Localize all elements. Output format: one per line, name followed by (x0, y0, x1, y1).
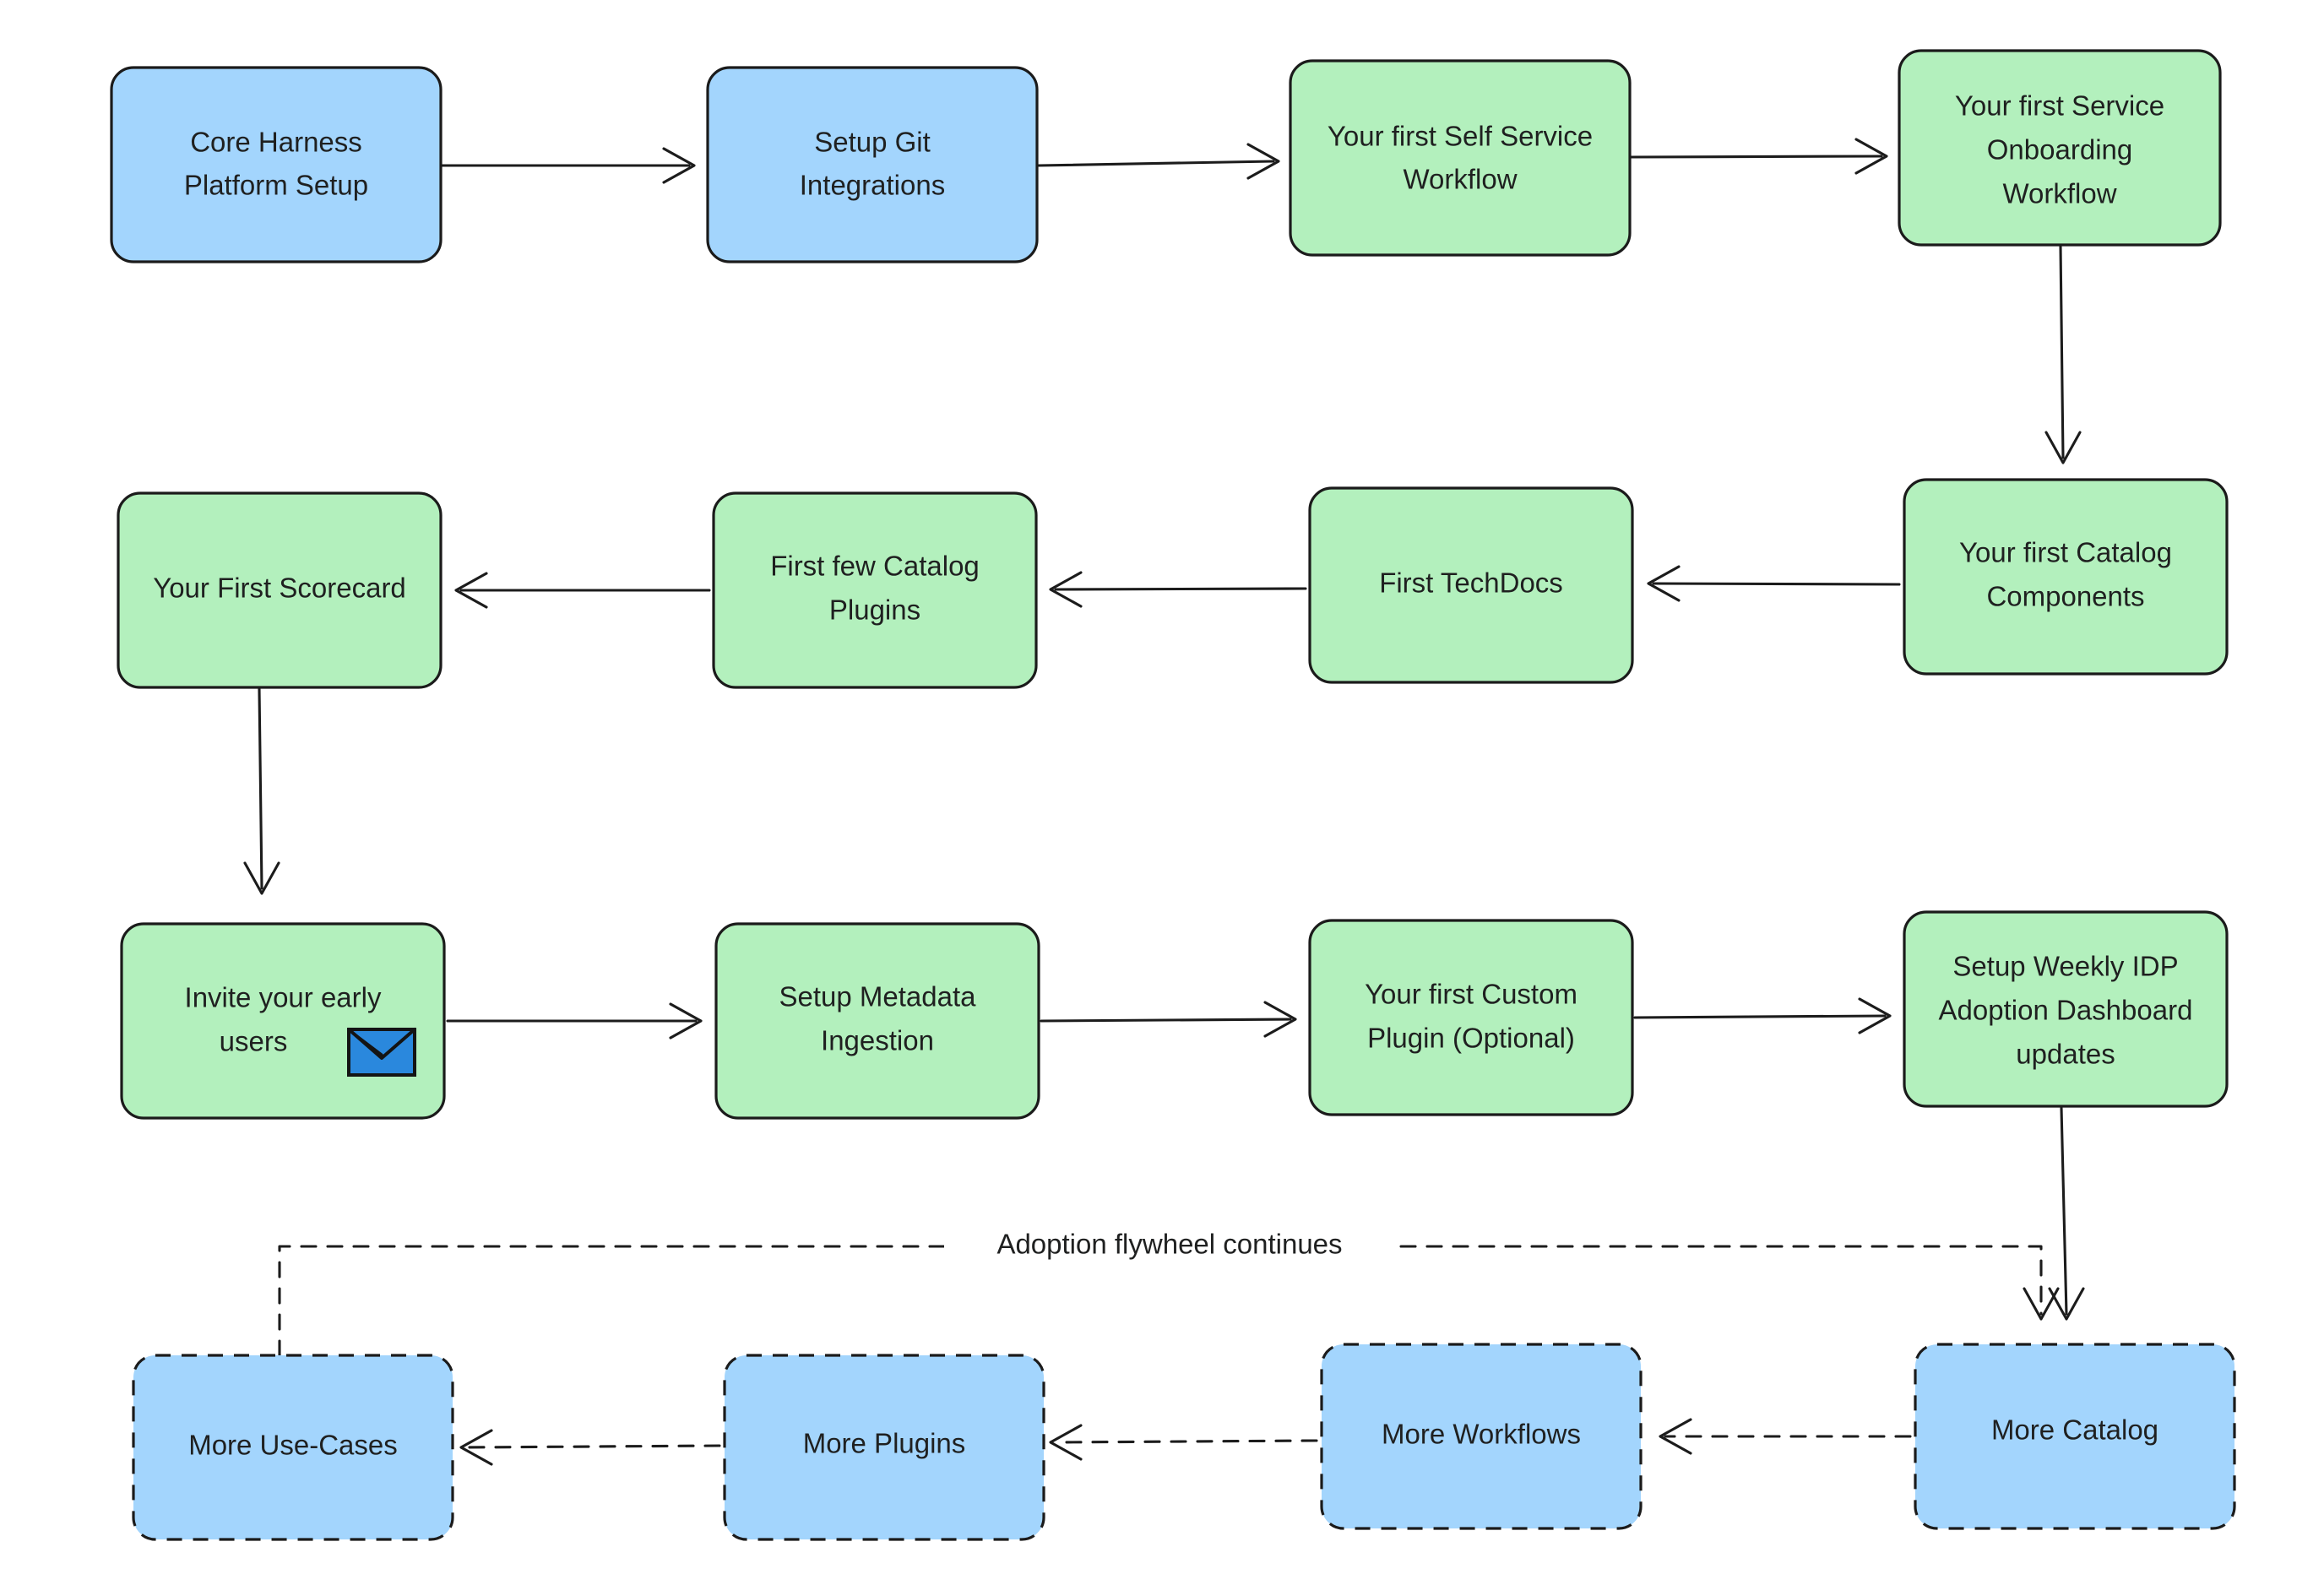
node-setup-metadata-ingestion[interactable]: Setup Metadata Ingestion (714, 922, 1040, 1120)
node-setup-git-integrations-line-1: Setup Git (814, 127, 931, 158)
node-setup-metadata-ingestion-shape[interactable] (714, 922, 1040, 1120)
node-first-few-catalog-plugins[interactable]: First few Catalog Plugins (712, 491, 1038, 689)
node-first-techdocs-line-1: First TechDocs (1379, 567, 1563, 599)
node-invite-your-early-users-line-1: Invite your early (185, 982, 382, 1013)
edge-first-techdocs-to-catalog-plugins (1049, 571, 1307, 608)
node-first-few-catalog-plugins-line-1: First few Catalog (770, 551, 980, 582)
node-first-few-catalog-plugins-shape[interactable] (712, 491, 1038, 689)
node-setup-metadata-ingestion-line-2: Ingestion (821, 1025, 934, 1056)
edge-more-catalog-to-more-workflows (1659, 1418, 1912, 1455)
node-more-use-cases[interactable]: More Use-Cases (132, 1354, 454, 1541)
edge-core-harness-to-setup-git (441, 147, 696, 184)
node-setup-weekly-idp-adoption-dashboard-updates-line-1: Setup Weekly IDP (1952, 951, 2178, 982)
node-your-first-self-service-workflow-line-1: Your first Self Service (1328, 121, 1593, 152)
node-core-harness-platform-setup-line-1: Core Harness (190, 127, 362, 158)
node-setup-weekly-idp-adoption-dashboard-updates[interactable]: Setup Weekly IDP Adoption Dashboard upda… (1903, 910, 2229, 1108)
edge-weekly-dashboard-to-more-catalog (2048, 1106, 2085, 1321)
edge-adoption-flywheel-loop (278, 1245, 2060, 1357)
node-your-first-custom-plugin[interactable]: Your first Custom Plugin (Optional) (1308, 919, 1634, 1116)
node-setup-git-integrations-line-2: Integrations (800, 170, 945, 201)
node-invite-your-early-users-shape[interactable] (120, 922, 446, 1120)
node-more-use-cases-line-1: More Use-Cases (188, 1430, 398, 1461)
node-setup-weekly-idp-adoption-dashboard-updates-line-3: updates (2016, 1039, 2115, 1070)
node-first-few-catalog-plugins-line-2: Plugins (829, 594, 920, 626)
node-more-catalog[interactable]: More Catalog (1914, 1343, 2236, 1530)
node-your-first-catalog-components-line-1: Your first Catalog (1959, 537, 2172, 568)
adoption-flywheel-label: Adoption flywheel continues (944, 1224, 1395, 1269)
edge-more-plugins-to-more-use-cases (459, 1429, 721, 1466)
node-your-first-custom-plugin-shape[interactable] (1308, 919, 1634, 1116)
node-setup-git-integrations-shape[interactable] (706, 66, 1039, 263)
node-more-catalog-shape[interactable] (1914, 1343, 2236, 1530)
node-your-first-service-onboarding-workflow-shape[interactable] (1898, 49, 2222, 247)
node-your-first-catalog-components-shape[interactable] (1903, 478, 2229, 676)
edge-invite-users-to-metadata-ingestion (446, 1002, 703, 1040)
node-your-first-scorecard-shape[interactable] (117, 491, 443, 689)
node-core-harness-platform-setup[interactable]: Core Harness Platform Setup (110, 66, 443, 263)
node-your-first-custom-plugin-line-2: Plugin (Optional) (1367, 1023, 1575, 1054)
node-core-harness-platform-setup-shape[interactable] (110, 66, 443, 263)
edge-custom-plugin-to-weekly-dashboard (1633, 997, 1892, 1034)
node-invite-your-early-users-line-2: users (220, 1026, 288, 1057)
node-invite-your-early-users[interactable]: Invite your early users (120, 922, 446, 1120)
node-more-plugins-line-1: More Plugins (803, 1428, 966, 1459)
node-your-first-scorecard-line-1: Your First Scorecard (153, 573, 406, 604)
node-more-plugins[interactable]: More Plugins (723, 1354, 1045, 1541)
node-your-first-scorecard[interactable]: Your First Scorecard (117, 491, 443, 689)
edge-self-service-workflow-to-service-onboarding (1630, 138, 1888, 175)
node-more-catalog-line-1: More Catalog (1991, 1414, 2158, 1446)
node-your-first-custom-plugin-line-1: Your first Custom (1365, 979, 1577, 1010)
edges-layer: Adoption flywheel continues (243, 138, 2085, 1466)
node-your-first-service-onboarding-workflow-line-2: Onboarding (1987, 134, 2132, 166)
adoption-flywheel-label-text: Adoption flywheel continues (996, 1229, 1342, 1260)
edge-catalog-components-to-first-techdocs (1647, 565, 1901, 602)
node-more-workflows[interactable]: More Workflows (1320, 1343, 1643, 1530)
node-your-first-catalog-components-line-2: Components (1986, 581, 2144, 612)
node-your-first-service-onboarding-workflow[interactable]: Your first Service Onboarding Workflow (1898, 49, 2222, 247)
node-your-first-catalog-components[interactable]: Your first Catalog Components (1903, 478, 2229, 676)
nodes-layer: Core Harness Platform Setup Setup Git In… (110, 49, 2236, 1541)
edge-metadata-ingestion-to-custom-plugin (1040, 1001, 1297, 1038)
node-core-harness-platform-setup-line-2: Platform Setup (184, 170, 368, 201)
edge-more-workflows-to-more-plugins (1049, 1424, 1318, 1461)
node-first-techdocs-shape[interactable] (1308, 486, 1634, 684)
node-setup-weekly-idp-adoption-dashboard-updates-line-2: Adoption Dashboard (1939, 995, 2193, 1026)
node-your-first-self-service-workflow[interactable]: Your first Self Service Workflow (1289, 59, 1632, 257)
node-setup-metadata-ingestion-line-1: Setup Metadata (779, 981, 977, 1012)
envelope-icon (347, 1028, 416, 1077)
node-your-first-service-onboarding-workflow-line-3: Workflow (2002, 178, 2116, 209)
node-setup-git-integrations[interactable]: Setup Git Integrations (706, 66, 1039, 263)
edge-service-onboarding-to-catalog-components (2044, 245, 2082, 464)
node-your-first-self-service-workflow-shape[interactable] (1289, 59, 1632, 257)
node-more-workflows-shape[interactable] (1320, 1343, 1643, 1530)
node-your-first-service-onboarding-workflow-line-1: Your first Service (1955, 90, 2164, 122)
node-more-plugins-shape[interactable] (723, 1354, 1045, 1541)
node-more-use-cases-shape[interactable] (132, 1354, 454, 1541)
node-setup-weekly-idp-adoption-dashboard-updates-shape[interactable] (1903, 910, 2229, 1108)
edge-catalog-plugins-to-first-scorecard (454, 572, 711, 609)
edge-setup-git-to-self-service-workflow (1037, 143, 1280, 180)
node-more-workflows-line-1: More Workflows (1382, 1419, 1581, 1450)
node-first-techdocs[interactable]: First TechDocs (1308, 486, 1634, 684)
node-your-first-self-service-workflow-line-2: Workflow (1403, 164, 1517, 195)
edge-first-scorecard-to-invite-users (243, 687, 280, 895)
